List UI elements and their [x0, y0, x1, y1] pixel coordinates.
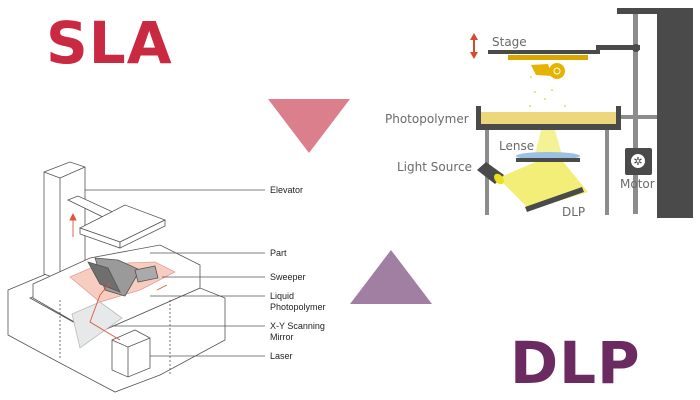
label-mirror-1: X-Y Scanning	[270, 321, 325, 331]
label-mirror-2: Mirror	[270, 332, 294, 342]
label-liquid-2: Photopolymer	[270, 302, 326, 312]
label-photopolymer: Photopolymer	[385, 112, 469, 126]
label-dlp: DLP	[562, 205, 585, 219]
label-elevator: Elevator	[270, 185, 303, 195]
label-liquid-1: Liquid	[270, 291, 294, 301]
label-part: Part	[270, 248, 287, 258]
label-laser: Laser	[270, 351, 293, 361]
label-lense: Lense	[499, 139, 534, 153]
label-light-source: Light Source	[397, 160, 472, 174]
laser-path	[69, 212, 168, 341]
dlp-title: DLP	[510, 329, 641, 397]
sla-leader-lines	[85, 189, 265, 357]
triangle-up-icon	[350, 250, 432, 304]
label-sweeper: Sweeper	[270, 272, 306, 282]
sla-title: SLA	[46, 9, 173, 77]
dlp-machine-illustration: ✲	[470, 8, 693, 218]
label-motor: Motor	[620, 177, 655, 191]
sla-machine-illustration	[7, 161, 226, 393]
label-stage: Stage	[492, 35, 527, 49]
fan-icon: ✲	[633, 156, 642, 168]
triangle-down-icon	[268, 99, 350, 153]
